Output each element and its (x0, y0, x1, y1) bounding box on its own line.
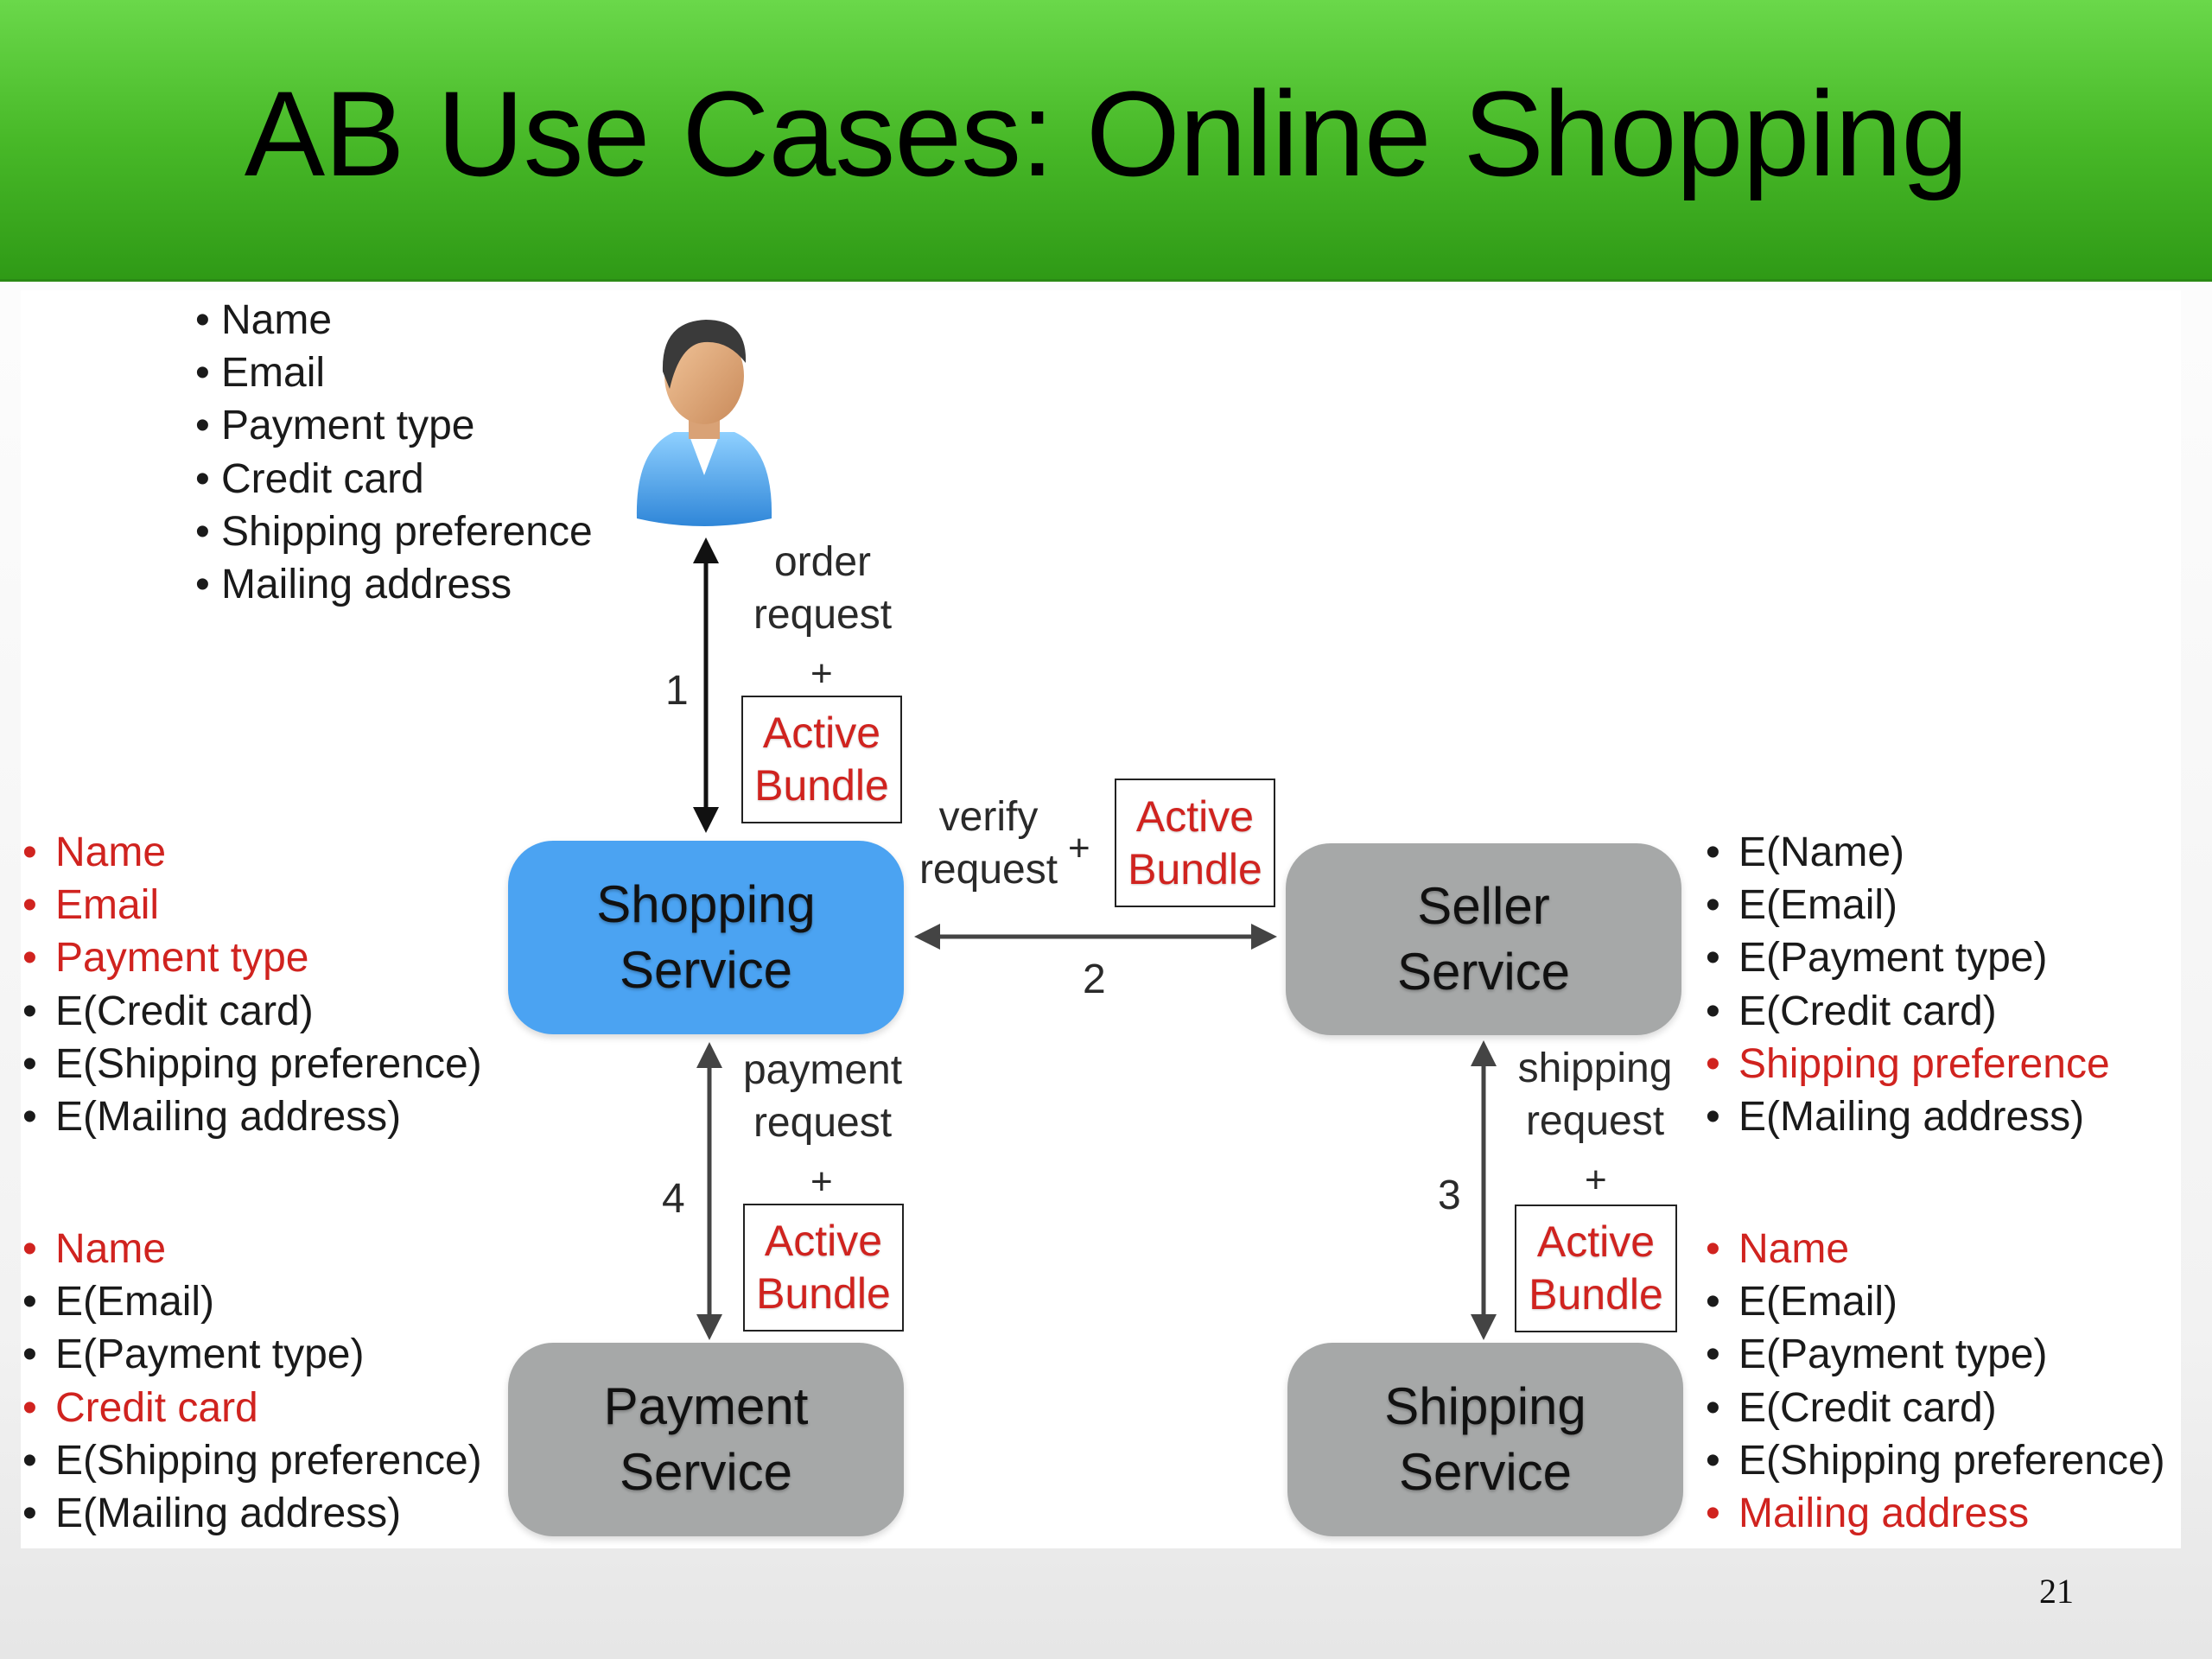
attribute-item: Name (22, 826, 482, 879)
attribute-item: E(Email) (1706, 879, 2110, 931)
attribute-item: E(Credit card) (1706, 985, 2110, 1038)
attribute-item: E(Payment type) (22, 1328, 482, 1381)
attribute-item: E(Shipping preference) (1706, 1434, 2165, 1487)
attribute-item: E(Email) (22, 1275, 482, 1328)
attribute-item: Mailing address (188, 558, 593, 611)
attribute-item: E(Shipping preference) (22, 1038, 482, 1090)
node-label-line: Service (1396, 943, 1571, 1001)
active-bundle-box: Active Bundle (741, 696, 902, 823)
step-number-3: 3 (1438, 1173, 1461, 1218)
attribute-item: Name (22, 1223, 482, 1275)
active-bundle-box: Active Bundle (1115, 779, 1275, 907)
seller-service-node: Seller Service (1286, 843, 1681, 1035)
step-number-1: 1 (665, 668, 689, 714)
page-number: 21 (2039, 1572, 2074, 1611)
attribute-item: Email (188, 346, 593, 399)
attribute-item: Name (188, 294, 593, 346)
attribute-item: E(Mailing address) (22, 1487, 482, 1540)
node-label-line: Shopping (596, 875, 816, 933)
attribute-item: E(Shipping preference) (22, 1434, 482, 1487)
user-attribute-list: NameEmailPayment typeCredit cardShipping… (188, 294, 593, 611)
payment-service-node: Payment Service (508, 1343, 904, 1536)
plus-sign: + (810, 1160, 833, 1203)
attribute-item: Shipping preference (188, 505, 593, 558)
seller-view-list: E(Name)E(Email)E(Payment type)E(Credit c… (1706, 826, 2110, 1143)
user-avatar-icon (636, 320, 772, 526)
plus-sign: + (1068, 827, 1090, 869)
node-label-line: Service (619, 941, 793, 999)
attribute-item: E(Payment type) (1706, 931, 2110, 984)
plus-sign: + (1585, 1159, 1607, 1201)
step-number-2: 2 (1083, 957, 1106, 1002)
attribute-item: E(Payment type) (1706, 1328, 2165, 1381)
attribute-item: E(Mailing address) (1706, 1090, 2110, 1143)
slide-title: AB Use Cases: Online Shopping (244, 66, 1968, 201)
payment-view-list: NameE(Email)E(Payment type)Credit cardE(… (22, 1223, 482, 1540)
shopping-view-list: NameEmailPayment typeE(Credit card)E(Shi… (22, 826, 482, 1143)
attribute-item: Credit card (22, 1382, 482, 1434)
active-bundle-box: Active Bundle (1515, 1205, 1677, 1332)
attribute-item: Payment type (188, 399, 593, 452)
attribute-item: Credit card (188, 453, 593, 505)
node-label-line: Payment (603, 1377, 809, 1435)
node-label-line: Seller (1417, 877, 1550, 935)
node-label-line: Service (1398, 1443, 1573, 1501)
active-bundle-box: Active Bundle (743, 1204, 904, 1332)
plus-sign: + (810, 652, 833, 695)
attribute-item: Shipping preference (1706, 1038, 2110, 1090)
attribute-item: Name (1706, 1223, 2165, 1275)
attribute-item: E(Email) (1706, 1275, 2165, 1328)
node-label-line: Shipping (1384, 1377, 1586, 1435)
verify-request-label: verify request (918, 794, 1058, 893)
attribute-item: E(Credit card) (1706, 1382, 2165, 1434)
shopping-service-node: Shopping Service (508, 841, 904, 1034)
attribute-item: Email (22, 879, 482, 931)
attribute-item: E(Name) (1706, 826, 2110, 879)
attribute-item: Payment type (22, 931, 482, 984)
shipping-request-label: shipping request (1517, 1046, 1673, 1144)
node-label-line: Service (619, 1443, 793, 1501)
step-number-4: 4 (662, 1176, 685, 1222)
payment-request-label: payment request (742, 1047, 903, 1146)
shipping-view-list: NameE(Email)E(Payment type)E(Credit card… (1706, 1223, 2165, 1540)
shipping-service-node: Shipping Service (1287, 1343, 1683, 1536)
order-request-label: order request (753, 539, 893, 638)
attribute-item: E(Mailing address) (22, 1090, 482, 1143)
attribute-item: E(Credit card) (22, 985, 482, 1038)
title-bar: AB Use Cases: Online Shopping (0, 0, 2212, 282)
attribute-item: Mailing address (1706, 1487, 2165, 1540)
